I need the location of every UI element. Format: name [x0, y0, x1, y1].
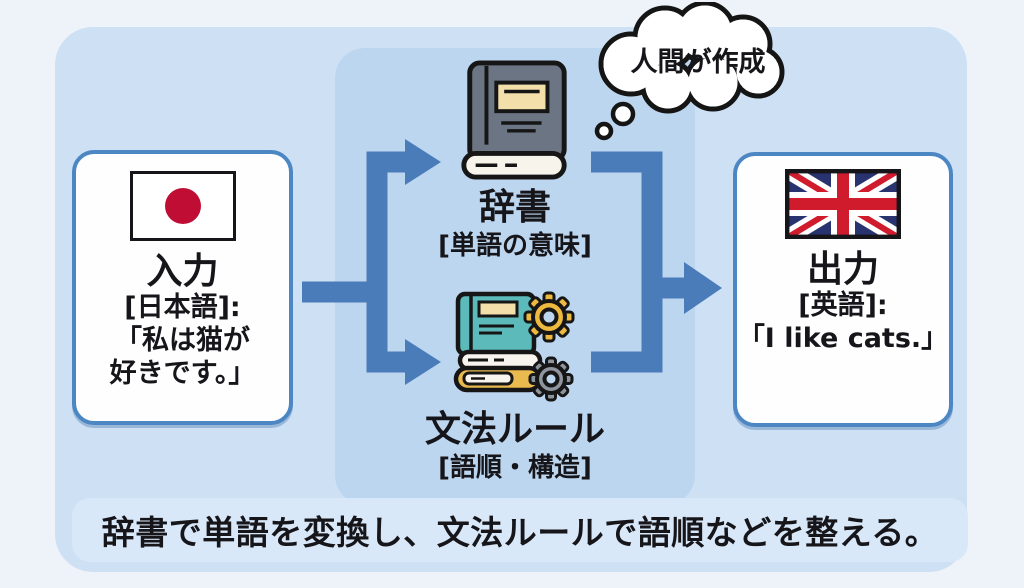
grammar-title: 文法ルール — [424, 409, 605, 450]
uk-flag-icon — [785, 169, 901, 239]
grammar-item: 文法ルール [語順・構造] — [355, 290, 675, 484]
input-sentence-line2: 好きです。」 — [109, 358, 256, 390]
japan-flag-sun — [164, 188, 201, 224]
thought-bubble-icon — [594, 2, 785, 141]
input-sentence-line1: 「私は猫が — [115, 325, 250, 357]
caption-text: 辞書で単語を変換し、文法ルールで語順などを整える。 — [101, 513, 939, 552]
arrowhead-to-output — [684, 262, 722, 314]
dictionary-book-icon — [461, 60, 567, 180]
thought-dot-small — [594, 121, 614, 141]
arrowhead-to-dictionary — [405, 139, 441, 185]
dictionary-item: 辞書 [単語の意味] — [355, 60, 675, 262]
gear-gray-icon — [528, 356, 574, 402]
output-language-label: [英語]: — [798, 290, 888, 322]
thought-bubble-label: 人間が作成 — [630, 47, 766, 78]
output-box: 出力 [英語]: 「I like cats.」 — [733, 152, 953, 427]
grammar-subtitle: [語順・構造] — [438, 452, 592, 483]
gear-yellow-icon — [523, 291, 575, 343]
grammar-books-gears-icon — [453, 291, 575, 402]
output-title: 出力 — [806, 249, 879, 290]
dictionary-subtitle: [単語の意味] — [438, 230, 592, 261]
dictionary-title: 辞書 — [478, 187, 551, 228]
japan-flag-icon — [129, 171, 236, 241]
arrowhead-to-grammar — [405, 339, 441, 385]
branch-bracket-line — [366, 151, 407, 373]
thought-dot-large — [610, 101, 636, 127]
input-title: 入力 — [146, 251, 219, 292]
caption-bar — [72, 498, 968, 562]
merge-bracket-line — [591, 151, 663, 373]
input-language-label: [日本語]: — [124, 292, 241, 324]
output-sentence: 「I like cats.」 — [737, 323, 949, 355]
input-box: 入力 [日本語]: 「私は猫が 好きです。」 — [72, 150, 293, 425]
